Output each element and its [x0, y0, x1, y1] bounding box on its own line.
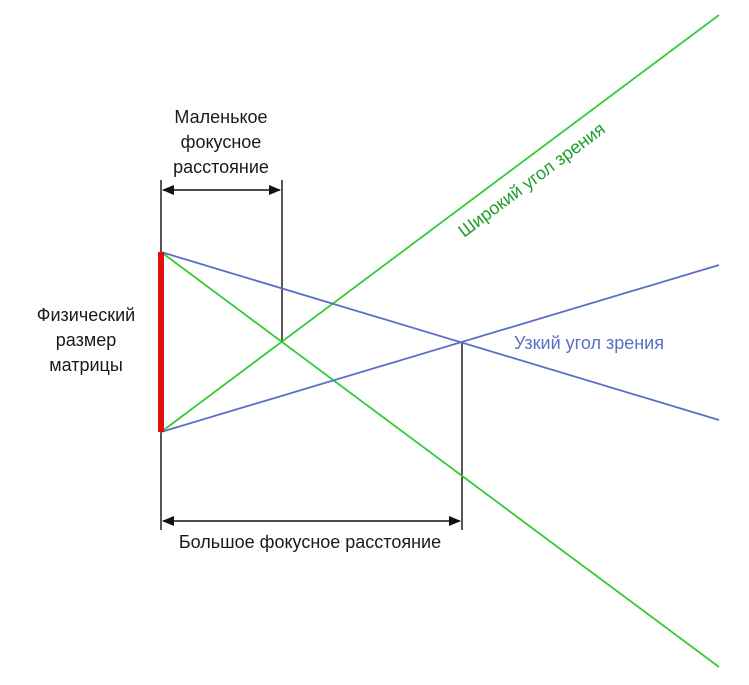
sensor-label: Физический размер матрицы: [37, 305, 135, 375]
short-focal-label-line1: Маленькое: [174, 107, 267, 127]
wide-angle-rays: [160, 14, 720, 668]
wide-ray-lower: [160, 251, 720, 668]
sensor-label-line1: Физический: [37, 305, 135, 325]
narrow-angle-rays: [160, 251, 720, 433]
short-focal-label: Маленькое фокусное расстояние: [173, 107, 269, 177]
short-focal-label-line3: расстояние: [173, 157, 269, 177]
narrow-angle-label: Узкий угол зрения: [514, 333, 664, 353]
short-focal-dimension: [160, 180, 283, 342]
sensor-label-line2: размер: [56, 330, 116, 350]
narrow-ray-upper: [160, 264, 720, 433]
long-focal-dimension: [160, 342, 463, 530]
narrow-ray-lower: [160, 251, 720, 421]
short-focal-label-line2: фокусное: [181, 132, 262, 152]
wide-angle-label: Широкий угол зрения: [454, 119, 608, 242]
wide-ray-upper: [160, 14, 720, 433]
long-focal-label: Большое фокусное расстояние: [179, 532, 441, 552]
sensor-label-line3: матрицы: [49, 355, 123, 375]
